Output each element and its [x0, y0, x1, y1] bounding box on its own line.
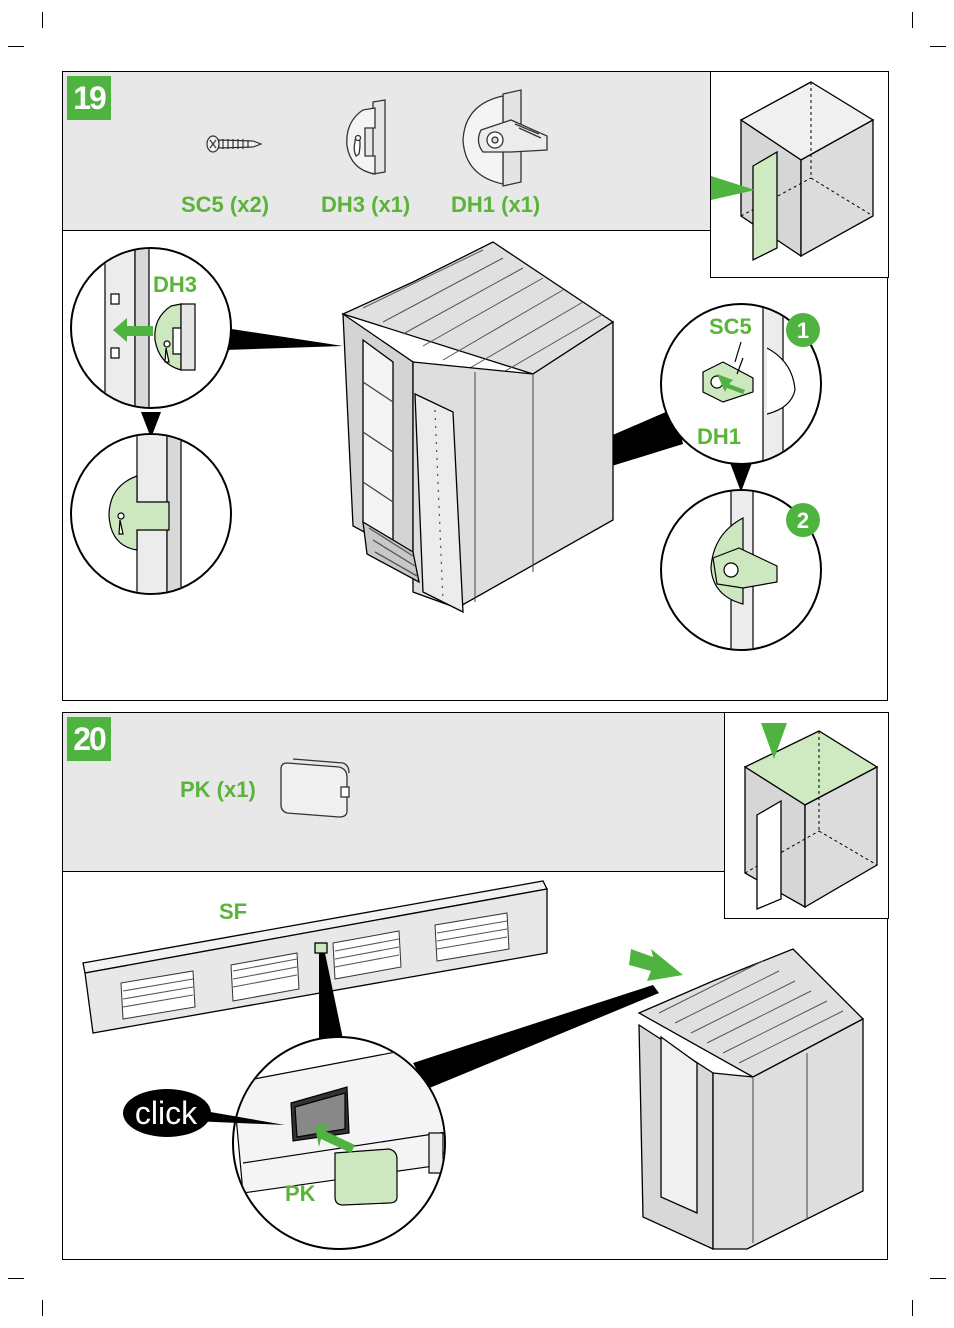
callout-label-sf: SF — [219, 899, 247, 924]
callout-pk-insert: PK — [232, 1036, 446, 1250]
crop-mark — [8, 1278, 24, 1279]
door-hinge-bracket-icon — [346, 99, 386, 175]
callout-dh3-after — [70, 433, 232, 595]
callout-dh3-before: DH3 — [70, 247, 232, 409]
parts-art — [206, 89, 548, 187]
callout-label-dh3: DH3 — [153, 272, 197, 297]
shed-orientation-diagram — [711, 81, 875, 262]
crop-mark — [8, 46, 24, 47]
callout-label-pk: PK — [285, 1181, 316, 1206]
screw-icon — [206, 135, 263, 153]
crop-mark — [930, 1278, 946, 1279]
callout-label-sc5: SC5 — [709, 314, 752, 339]
step-number: 19 — [67, 76, 111, 120]
shed-drawing — [341, 241, 615, 614]
crop-mark — [930, 46, 946, 47]
part-label-sc5: SC5 (x2) — [181, 192, 270, 217]
step-20-assembly-drawing: SF PK — [82, 880, 865, 1251]
front-beam-drawing — [82, 880, 548, 1034]
crop-mark — [912, 1300, 913, 1316]
crop-mark — [912, 12, 913, 28]
crop-mark — [42, 12, 43, 28]
step-badge-2: 2 — [797, 508, 809, 533]
plug-cap-icon — [280, 758, 350, 818]
step-19-location-thumbnail — [710, 71, 889, 278]
part-label-dh1: DH1 (x1) — [451, 192, 541, 217]
step-20-location-thumbnail — [724, 712, 889, 919]
step-19: 19 SC5 (x2) DH3 (x1) DH1 (x1) — [62, 71, 889, 701]
shed-drawing — [637, 948, 865, 1251]
callout-handle-installed: 2 — [660, 489, 822, 651]
part-label-dh3: DH3 (x1) — [321, 192, 411, 217]
step-20: 20 PK (x1) — [62, 712, 889, 1260]
click-label: click — [135, 1095, 198, 1131]
shed-orientation-diagram — [743, 723, 879, 910]
door-handle-icon — [462, 89, 548, 187]
crop-mark — [42, 1300, 43, 1316]
step-number: 20 — [67, 717, 111, 761]
step-badge-1: 1 — [797, 318, 809, 343]
callout-label-dh1: DH1 — [697, 424, 741, 449]
part-label-pk: PK (x1) — [180, 777, 256, 802]
step-19-assembly-drawing: DH3 — [70, 241, 822, 651]
callout-sc5-dh1: SC5 DH1 1 — [660, 303, 822, 465]
part-art-pk — [280, 758, 350, 818]
step-19-parts-header — [63, 72, 711, 231]
step-20-parts-header — [63, 713, 725, 872]
click-speech-bubble: click — [123, 1089, 285, 1137]
